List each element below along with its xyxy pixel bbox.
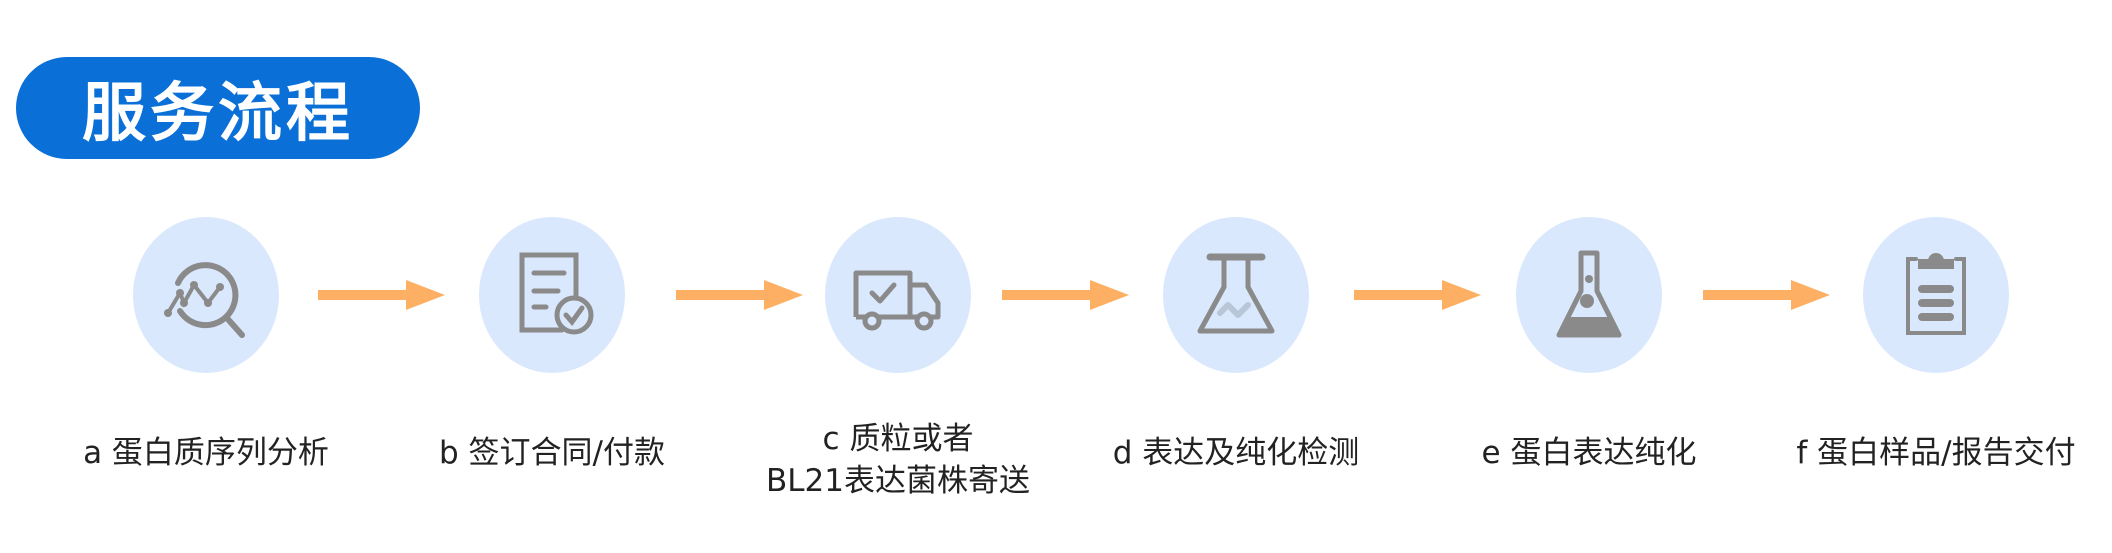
section-title-pill: 服务流程 [16, 57, 420, 159]
arrow-right-icon [676, 280, 803, 310]
clipboard-icon [1906, 253, 1966, 335]
step-label: f 蛋白样品/报告交付 [1796, 435, 2076, 471]
step-label: e 蛋白表达纯化 [1481, 435, 1697, 471]
arrow-right-icon [1354, 280, 1481, 310]
step-b: b 签订合同/付款 [382, 0, 722, 553]
step-circle [479, 217, 625, 373]
arrow-right-icon [1703, 280, 1830, 310]
flask-filled-icon [1556, 250, 1622, 338]
arrow-right-icon [318, 280, 445, 310]
step-label-line: BL21表达菌株寄送 [766, 463, 1030, 499]
arrow-right-icon [1002, 280, 1129, 310]
flask-icon [1197, 253, 1275, 334]
step-label: b 签订合同/付款 [439, 435, 665, 471]
magnify-chart-icon [164, 262, 245, 338]
step-label: d 表达及纯化检测 [1112, 435, 1360, 471]
step-label: c 质粒或者 BL21表达菌株寄送 [728, 418, 1068, 502]
contract-check-icon [519, 252, 594, 335]
step-label-line: c 质粒或者 [822, 421, 974, 457]
step-a: a 蛋白质序列分析 [36, 0, 376, 553]
section-title: 服务流程 [82, 77, 354, 151]
step-circle [1163, 217, 1309, 373]
step-d: d 表达及纯化检测 [1066, 0, 1406, 553]
step-f: f 蛋白样品/报告交付 [1766, 0, 2106, 553]
delivery-truck-icon [853, 270, 941, 331]
step-circle [133, 217, 279, 373]
step-label: a 蛋白质序列分析 [83, 435, 329, 471]
step-circle [825, 217, 971, 373]
step-circle [1516, 217, 1662, 373]
step-c: c 质粒或者 BL21表达菌株寄送 [728, 0, 1068, 553]
step-e: e 蛋白表达纯化 [1419, 0, 1759, 553]
step-circle [1863, 217, 2009, 373]
